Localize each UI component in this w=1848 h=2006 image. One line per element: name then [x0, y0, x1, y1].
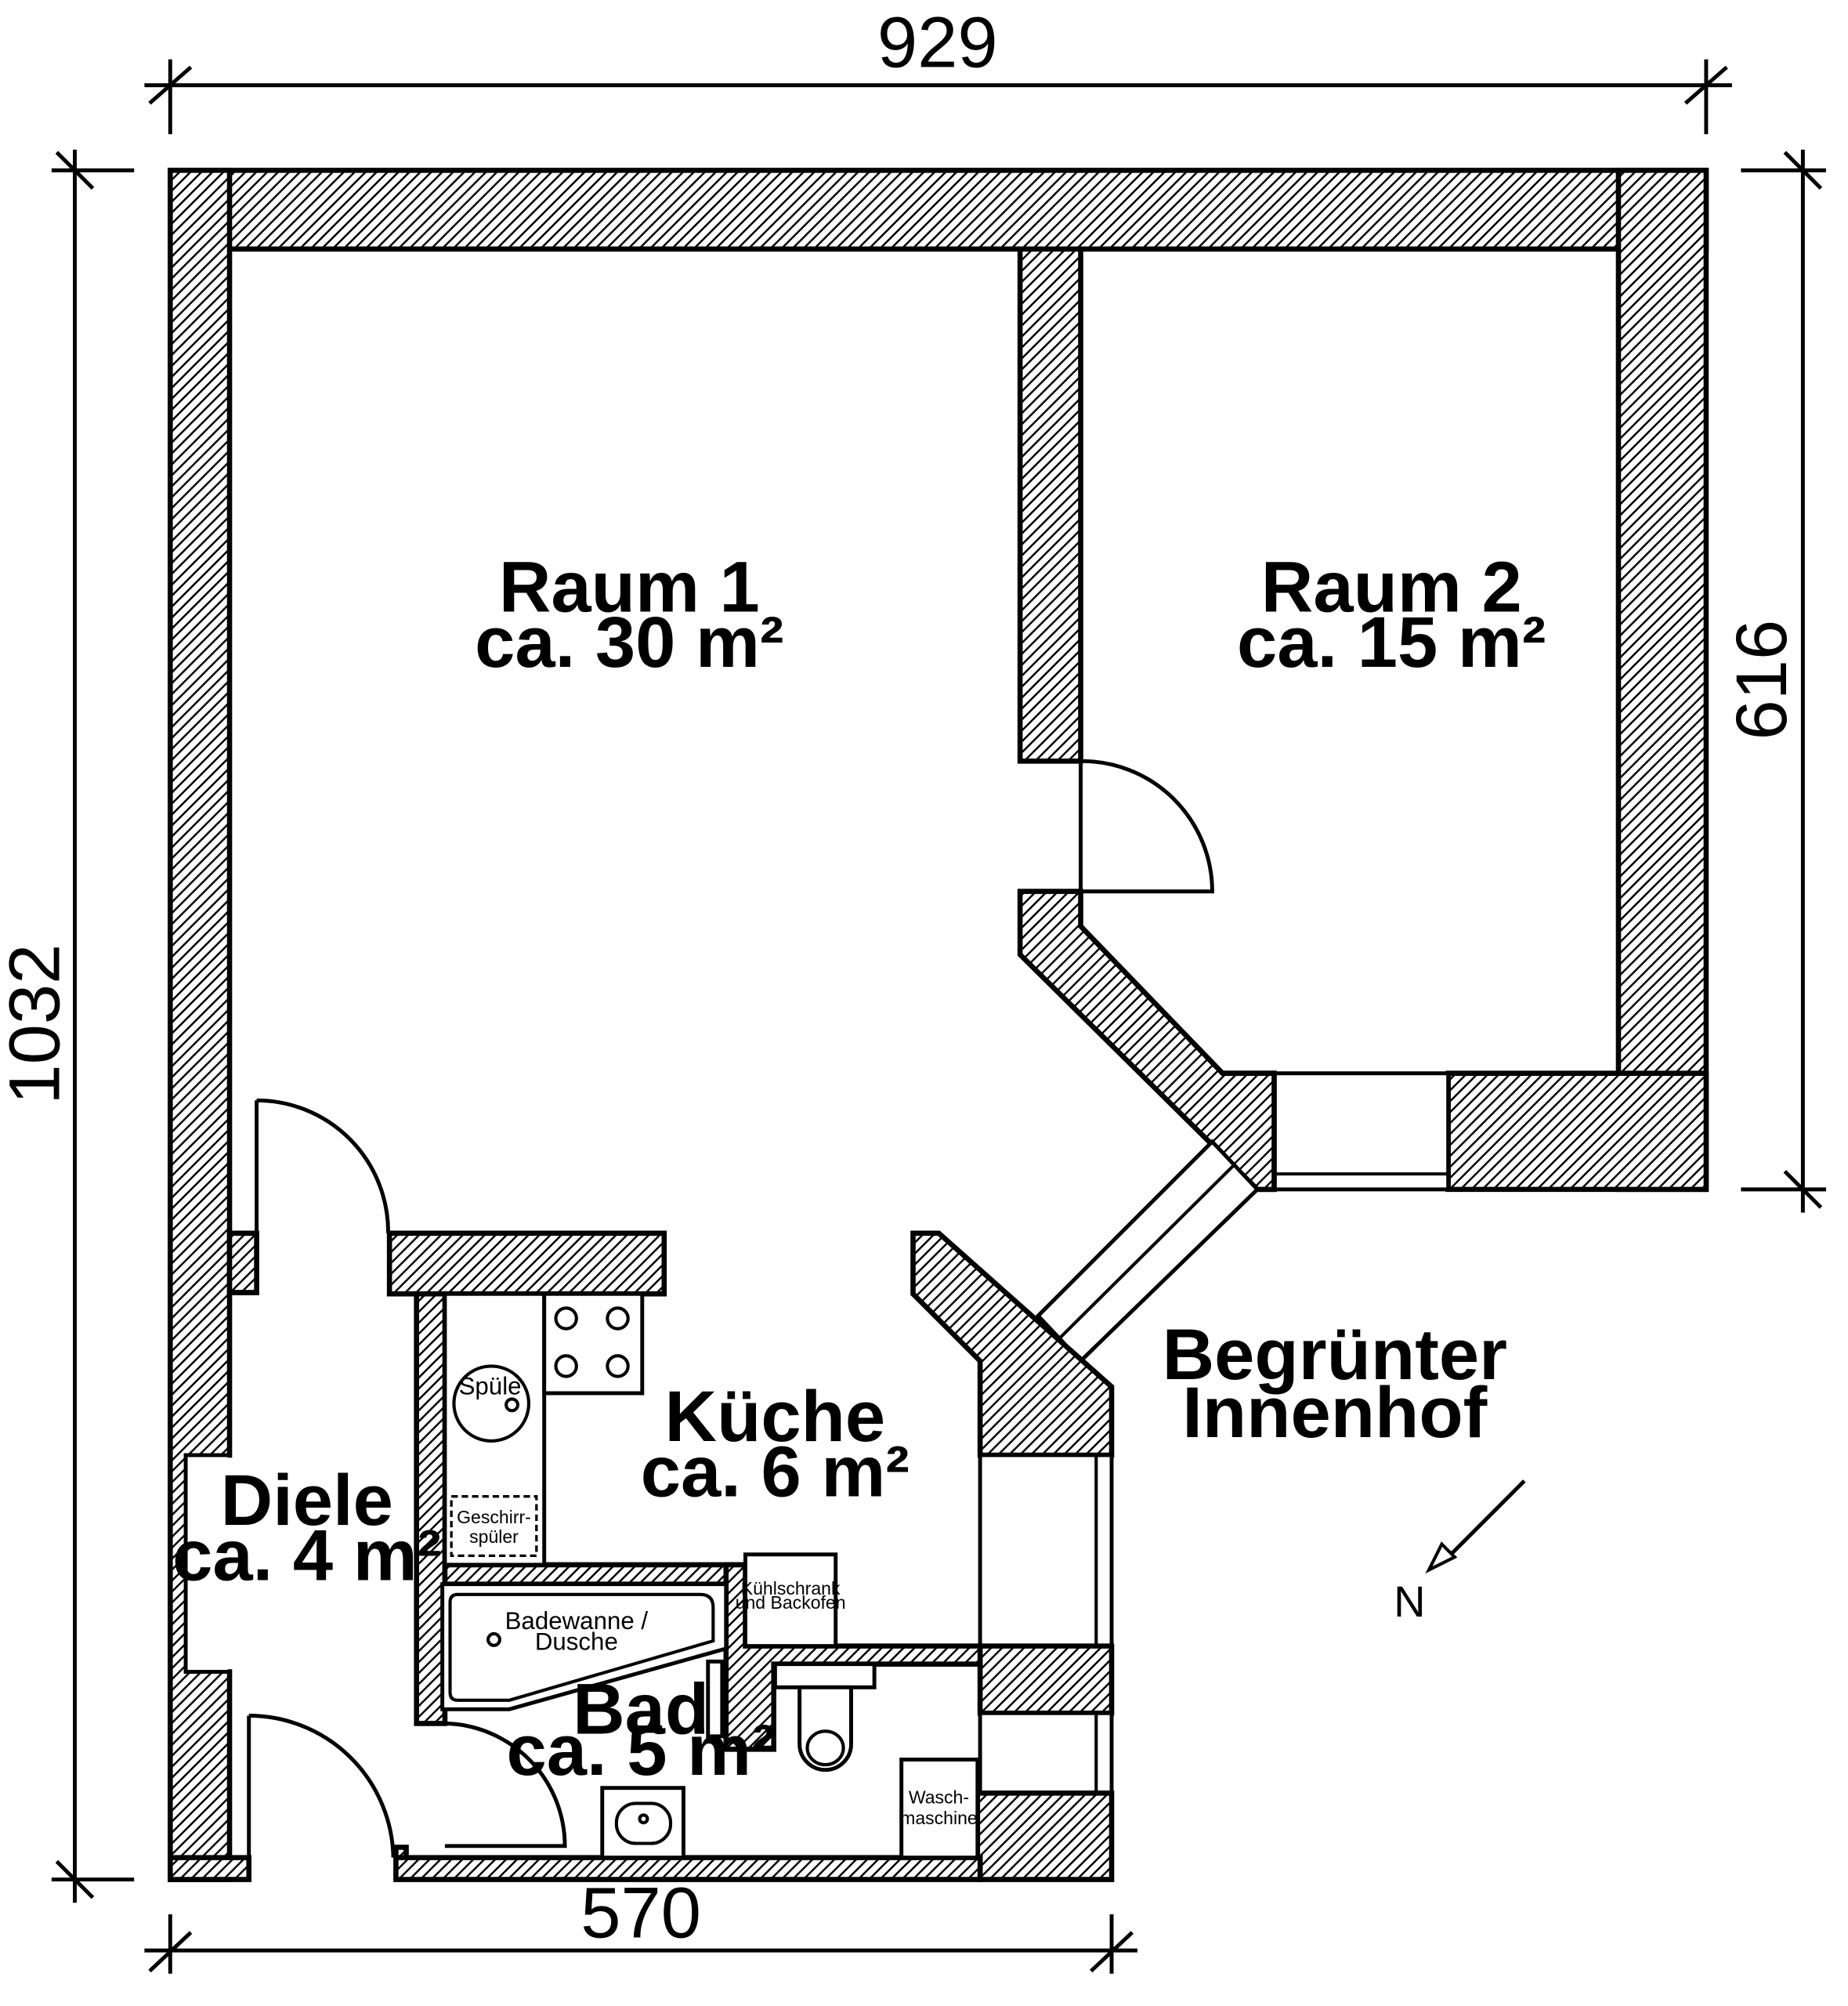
fridge-icon: Kühlschrank und Backofen [736, 1552, 846, 1649]
doors [247, 759, 1214, 1858]
label-kuehl-2: und Backofen [736, 1592, 846, 1613]
door-bath [416, 1721, 567, 1848]
raum2-area: ca. 15 m² [1237, 602, 1546, 683]
bathtub-icon: Badewanne / Dusche [440, 1582, 729, 1711]
dim-left: 1032 [0, 944, 75, 1105]
fixtures: Spüle Geschirr- spüler Kühlschrank und B… [440, 1291, 980, 1860]
dim-bottom: 570 [580, 1873, 701, 1953]
label-wasch-1: Wasch- [909, 1787, 969, 1807]
wall-top [168, 168, 1709, 252]
door-entrance [247, 1714, 396, 1858]
dim-right: 616 [1721, 620, 1802, 740]
compass-north: N [1394, 1577, 1425, 1626]
raum1-name: Raum 1 [499, 546, 760, 627]
washbasin-icon [600, 1786, 685, 1860]
window-kitchen [978, 1453, 1114, 1649]
stove-icon [542, 1291, 645, 1396]
window-raum2 [1271, 1071, 1451, 1192]
dimension-lines: 929 1032 616 570 [0, 2, 1827, 1974]
label-wasch-2: maschine [900, 1808, 978, 1828]
wall-bottom-left [168, 1855, 252, 1882]
compass-arrow-icon: N [1394, 1479, 1526, 1626]
wall-right-lower [975, 1791, 1115, 1882]
raum1-area: ca. 30 m² [475, 602, 784, 683]
wall-partition-lower [1017, 889, 1277, 1193]
bath-shelf [706, 1659, 725, 1739]
window-bath [978, 1711, 1114, 1795]
dishwasher-icon: Geschirr- spüler [450, 1495, 538, 1558]
walls [168, 168, 1709, 1882]
room-labels: Raum 1 ca. 30 m² Raum 2 ca. 15 m² Küche … [172, 546, 1546, 1791]
wall-bottom-right [393, 1845, 983, 1882]
raum2-name: Raum 2 [1261, 546, 1522, 627]
wall-partition-upper [1017, 246, 1083, 764]
washing-machine-icon: Wasch- maschine [899, 1758, 980, 1860]
dim-top: 929 [877, 2, 998, 83]
door-raum1 [255, 1098, 390, 1293]
bad-name: Bad [573, 1669, 709, 1750]
kueche-area: ca. 6 m² [641, 1432, 910, 1512]
label-geschirr-2: spüler [469, 1526, 519, 1547]
label-spuele: Spüle [459, 1373, 522, 1400]
label-geschirr-1: Geschirr- [457, 1507, 531, 1527]
kueche-name: Küche [665, 1376, 886, 1457]
door-raum2 [1079, 759, 1214, 894]
wall-raum2-bottom-right [1445, 1070, 1709, 1193]
wall-bath-top [442, 1562, 748, 1587]
sink-icon: Spüle [452, 1364, 530, 1443]
diele-area: ca. 4 m² [172, 1515, 441, 1596]
label-kuehl-1: Kühlschrank [741, 1578, 841, 1599]
label-badewanne-1: Badewanne / [505, 1607, 649, 1635]
label-badewanne-2: Dusche [535, 1628, 618, 1656]
wall-right-middle [977, 1643, 1115, 1716]
toilet-icon [772, 1662, 877, 1772]
wall-diele-top-left [226, 1230, 259, 1295]
diele-name: Diele [221, 1460, 393, 1541]
innenhof-line2: Innenhof [1182, 1372, 1487, 1453]
wall-right [1615, 168, 1709, 1193]
bad-area: ca. 5 m² [507, 1710, 776, 1791]
innenhof-line1: Begrünter [1163, 1314, 1507, 1395]
